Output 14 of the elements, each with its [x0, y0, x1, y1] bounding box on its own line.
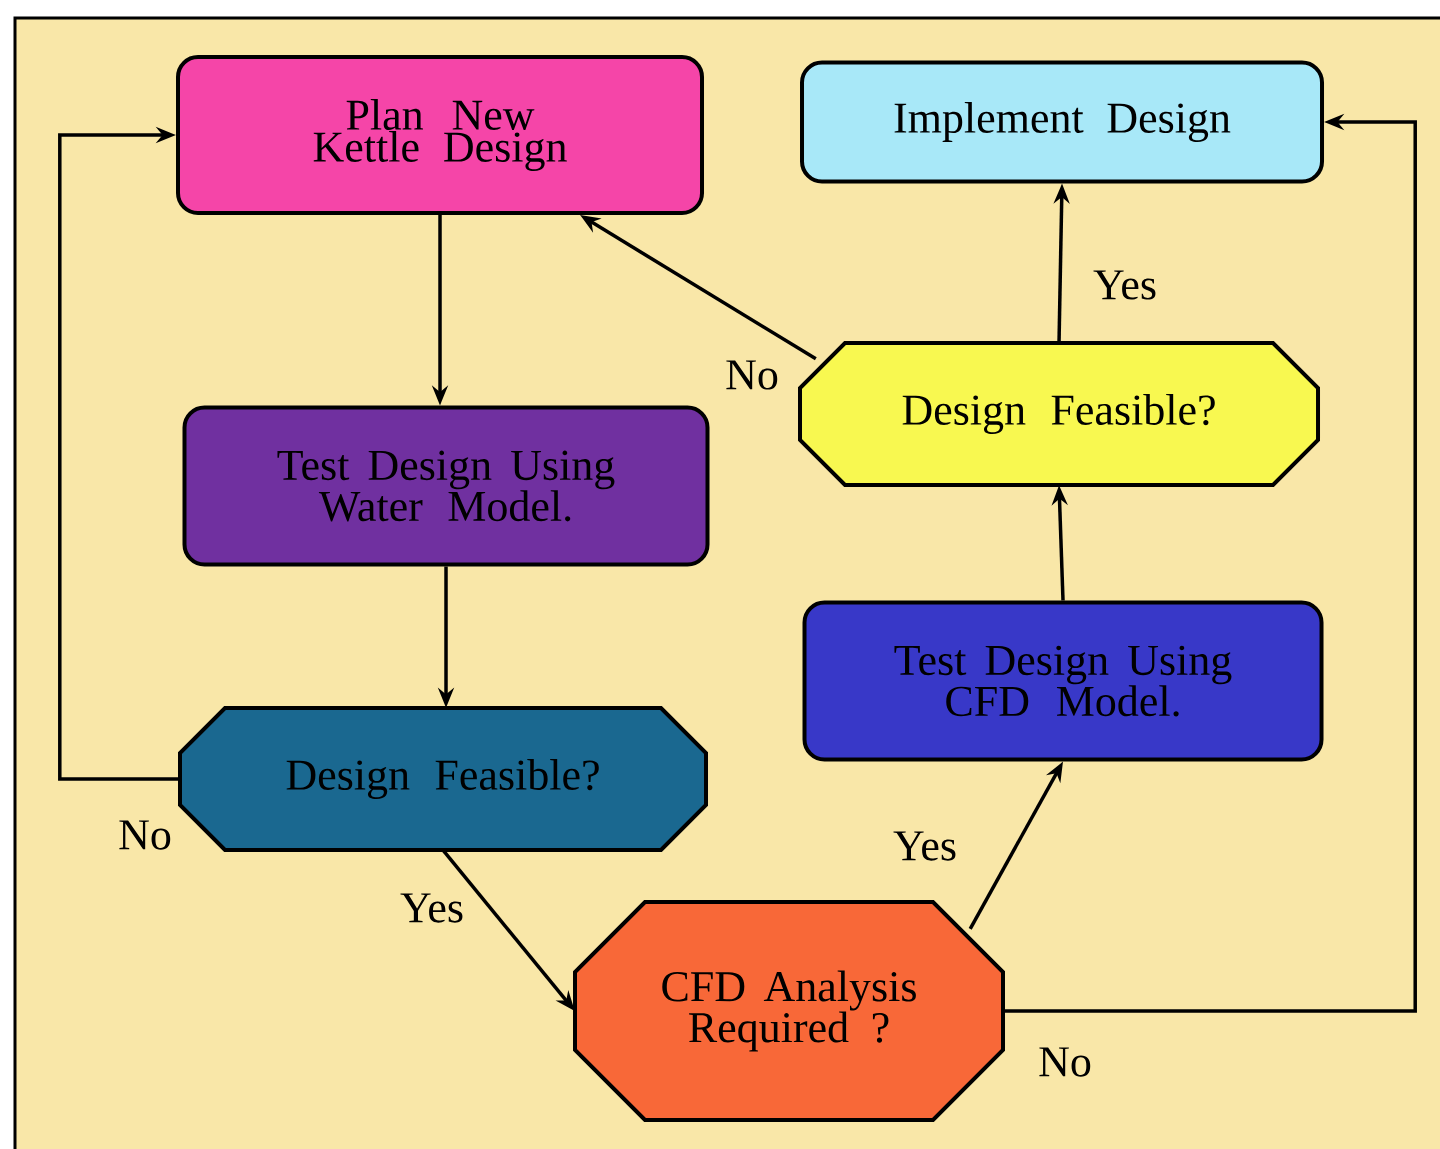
edge-label: Yes — [400, 893, 463, 923]
process-box: Plan New Kettle Design — [176, 55, 704, 215]
arrow — [58, 126, 180, 781]
process-box: Test Design Using CFD Model. — [802, 600, 1324, 762]
edge-label: Yes — [1093, 270, 1156, 300]
decision-octagon: Design Feasible? — [178, 706, 708, 852]
edge-label: No — [1039, 1047, 1091, 1077]
decision-octagon: CFD Analysis Required ? — [573, 900, 1005, 1122]
process-box: Implement Design — [800, 60, 1324, 184]
process-box: Test Design Using Water Model. — [182, 405, 710, 567]
decision-octagon: Design Feasible? — [798, 341, 1320, 487]
edge-label: No — [119, 820, 171, 850]
edge-label: Yes — [893, 831, 956, 861]
edge-label: No — [726, 360, 778, 390]
